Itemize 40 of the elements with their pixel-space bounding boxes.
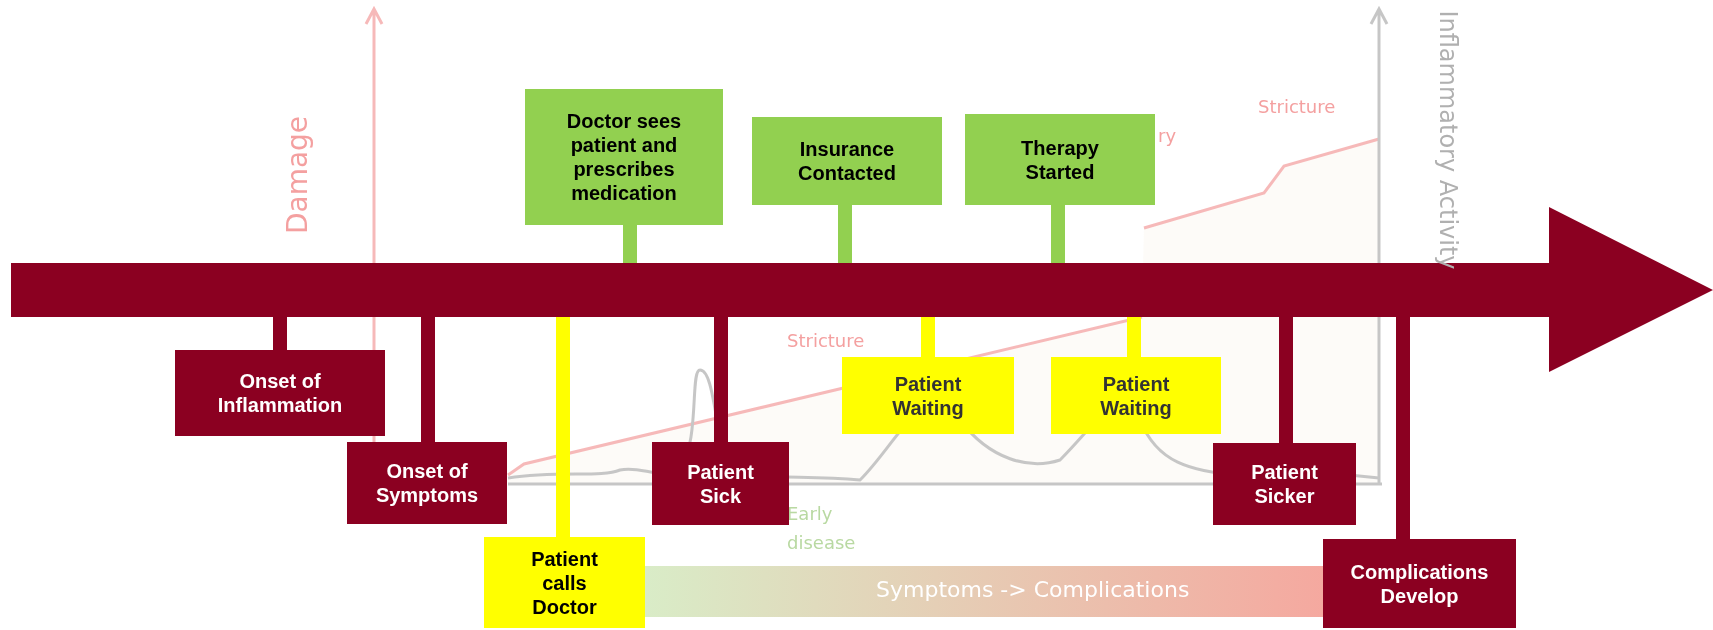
event-box — [347, 442, 507, 524]
connector-line — [1127, 317, 1141, 357]
connector-line — [556, 317, 570, 537]
event-label: Patient Waiting — [891, 371, 965, 420]
connector-line — [273, 317, 287, 350]
connector-line — [1051, 205, 1065, 263]
chart-label: Stricture — [1258, 96, 1336, 117]
event-label: Patient Sicker — [1250, 460, 1319, 508]
event-label: Therapy Started — [1020, 135, 1100, 184]
event-box — [1213, 443, 1356, 525]
event-label: Onset of Symptoms — [374, 459, 480, 507]
chart-label: Early disease — [787, 502, 857, 555]
connector-line — [1279, 317, 1293, 443]
event-box — [1323, 539, 1516, 628]
chart-label: Symptoms -> Complications — [876, 577, 1190, 602]
connector-line — [421, 317, 435, 442]
connector-line — [1396, 317, 1410, 539]
event-label: Doctor sees patient and prescribes medication — [565, 109, 683, 205]
connector-line — [921, 317, 935, 357]
chart-label: Inflammatory Activity — [1434, 10, 1462, 270]
event-label: Insurance Contacted — [797, 137, 897, 185]
event-label: Complications Develop — [1349, 559, 1490, 608]
event-label: Patient Sick — [686, 459, 755, 508]
connector-line — [623, 225, 637, 263]
event-box — [525, 89, 723, 225]
event-label: Onset of Inflammation — [216, 369, 344, 417]
event-box — [965, 114, 1155, 205]
chart-label: Stricture — [787, 330, 865, 351]
event-box — [1051, 357, 1221, 434]
event-label: Patient Waiting — [1099, 371, 1173, 420]
event-box — [652, 442, 789, 525]
chart-label: ry — [1158, 125, 1177, 146]
event-box — [842, 357, 1014, 434]
event-box — [752, 117, 942, 205]
event-label: Patient calls Doctor — [530, 546, 599, 619]
event-box — [175, 350, 385, 436]
connector-line — [714, 317, 728, 442]
chart-label: Damage — [280, 115, 314, 235]
event-box — [484, 537, 645, 628]
connector-line — [838, 205, 852, 263]
